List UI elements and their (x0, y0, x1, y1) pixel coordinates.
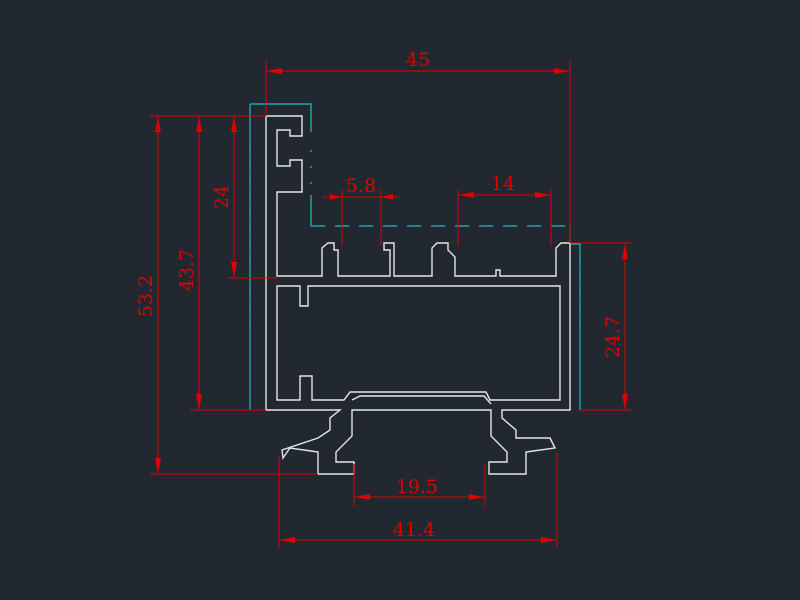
label-top-section-height: 24 (211, 185, 233, 209)
dim-base-inner-width: 19.5 (353, 464, 486, 506)
auxiliary-lines (249, 103, 581, 410)
dim-slot-width: 5.8 (322, 175, 400, 246)
aux-top-lip (250, 103, 312, 132)
label-overall-height: 53.2 (135, 275, 157, 317)
dim-top-section-height: 24 (211, 115, 277, 279)
dim-body-height: 43.7 (176, 115, 266, 411)
dim-base-outer-width: 41.4 (278, 452, 558, 548)
dim-overall-width: 45 (265, 49, 571, 243)
dim-right-height: 24.7 (570, 242, 632, 411)
label-channel-width: 14 (491, 173, 515, 195)
label-right-height: 24.7 (602, 316, 624, 358)
profile-inner-chamber (276, 285, 561, 401)
dimensions: 45 5.8 14 24 (135, 49, 632, 548)
aluminium-profile (265, 115, 571, 475)
dim-overall-height: 53.2 (135, 115, 318, 475)
label-base-inner-width: 19.5 (396, 476, 438, 498)
profile-base-inner (351, 395, 492, 405)
label-base-outer-width: 41.4 (393, 519, 435, 541)
profile-outer-contour (265, 115, 571, 475)
label-overall-width: 45 (406, 49, 430, 71)
dim-channel-width: 14 (457, 173, 552, 246)
label-slot-width: 5.8 (346, 175, 376, 197)
label-body-height: 43.7 (176, 249, 198, 291)
aux-right-edge (569, 226, 581, 410)
